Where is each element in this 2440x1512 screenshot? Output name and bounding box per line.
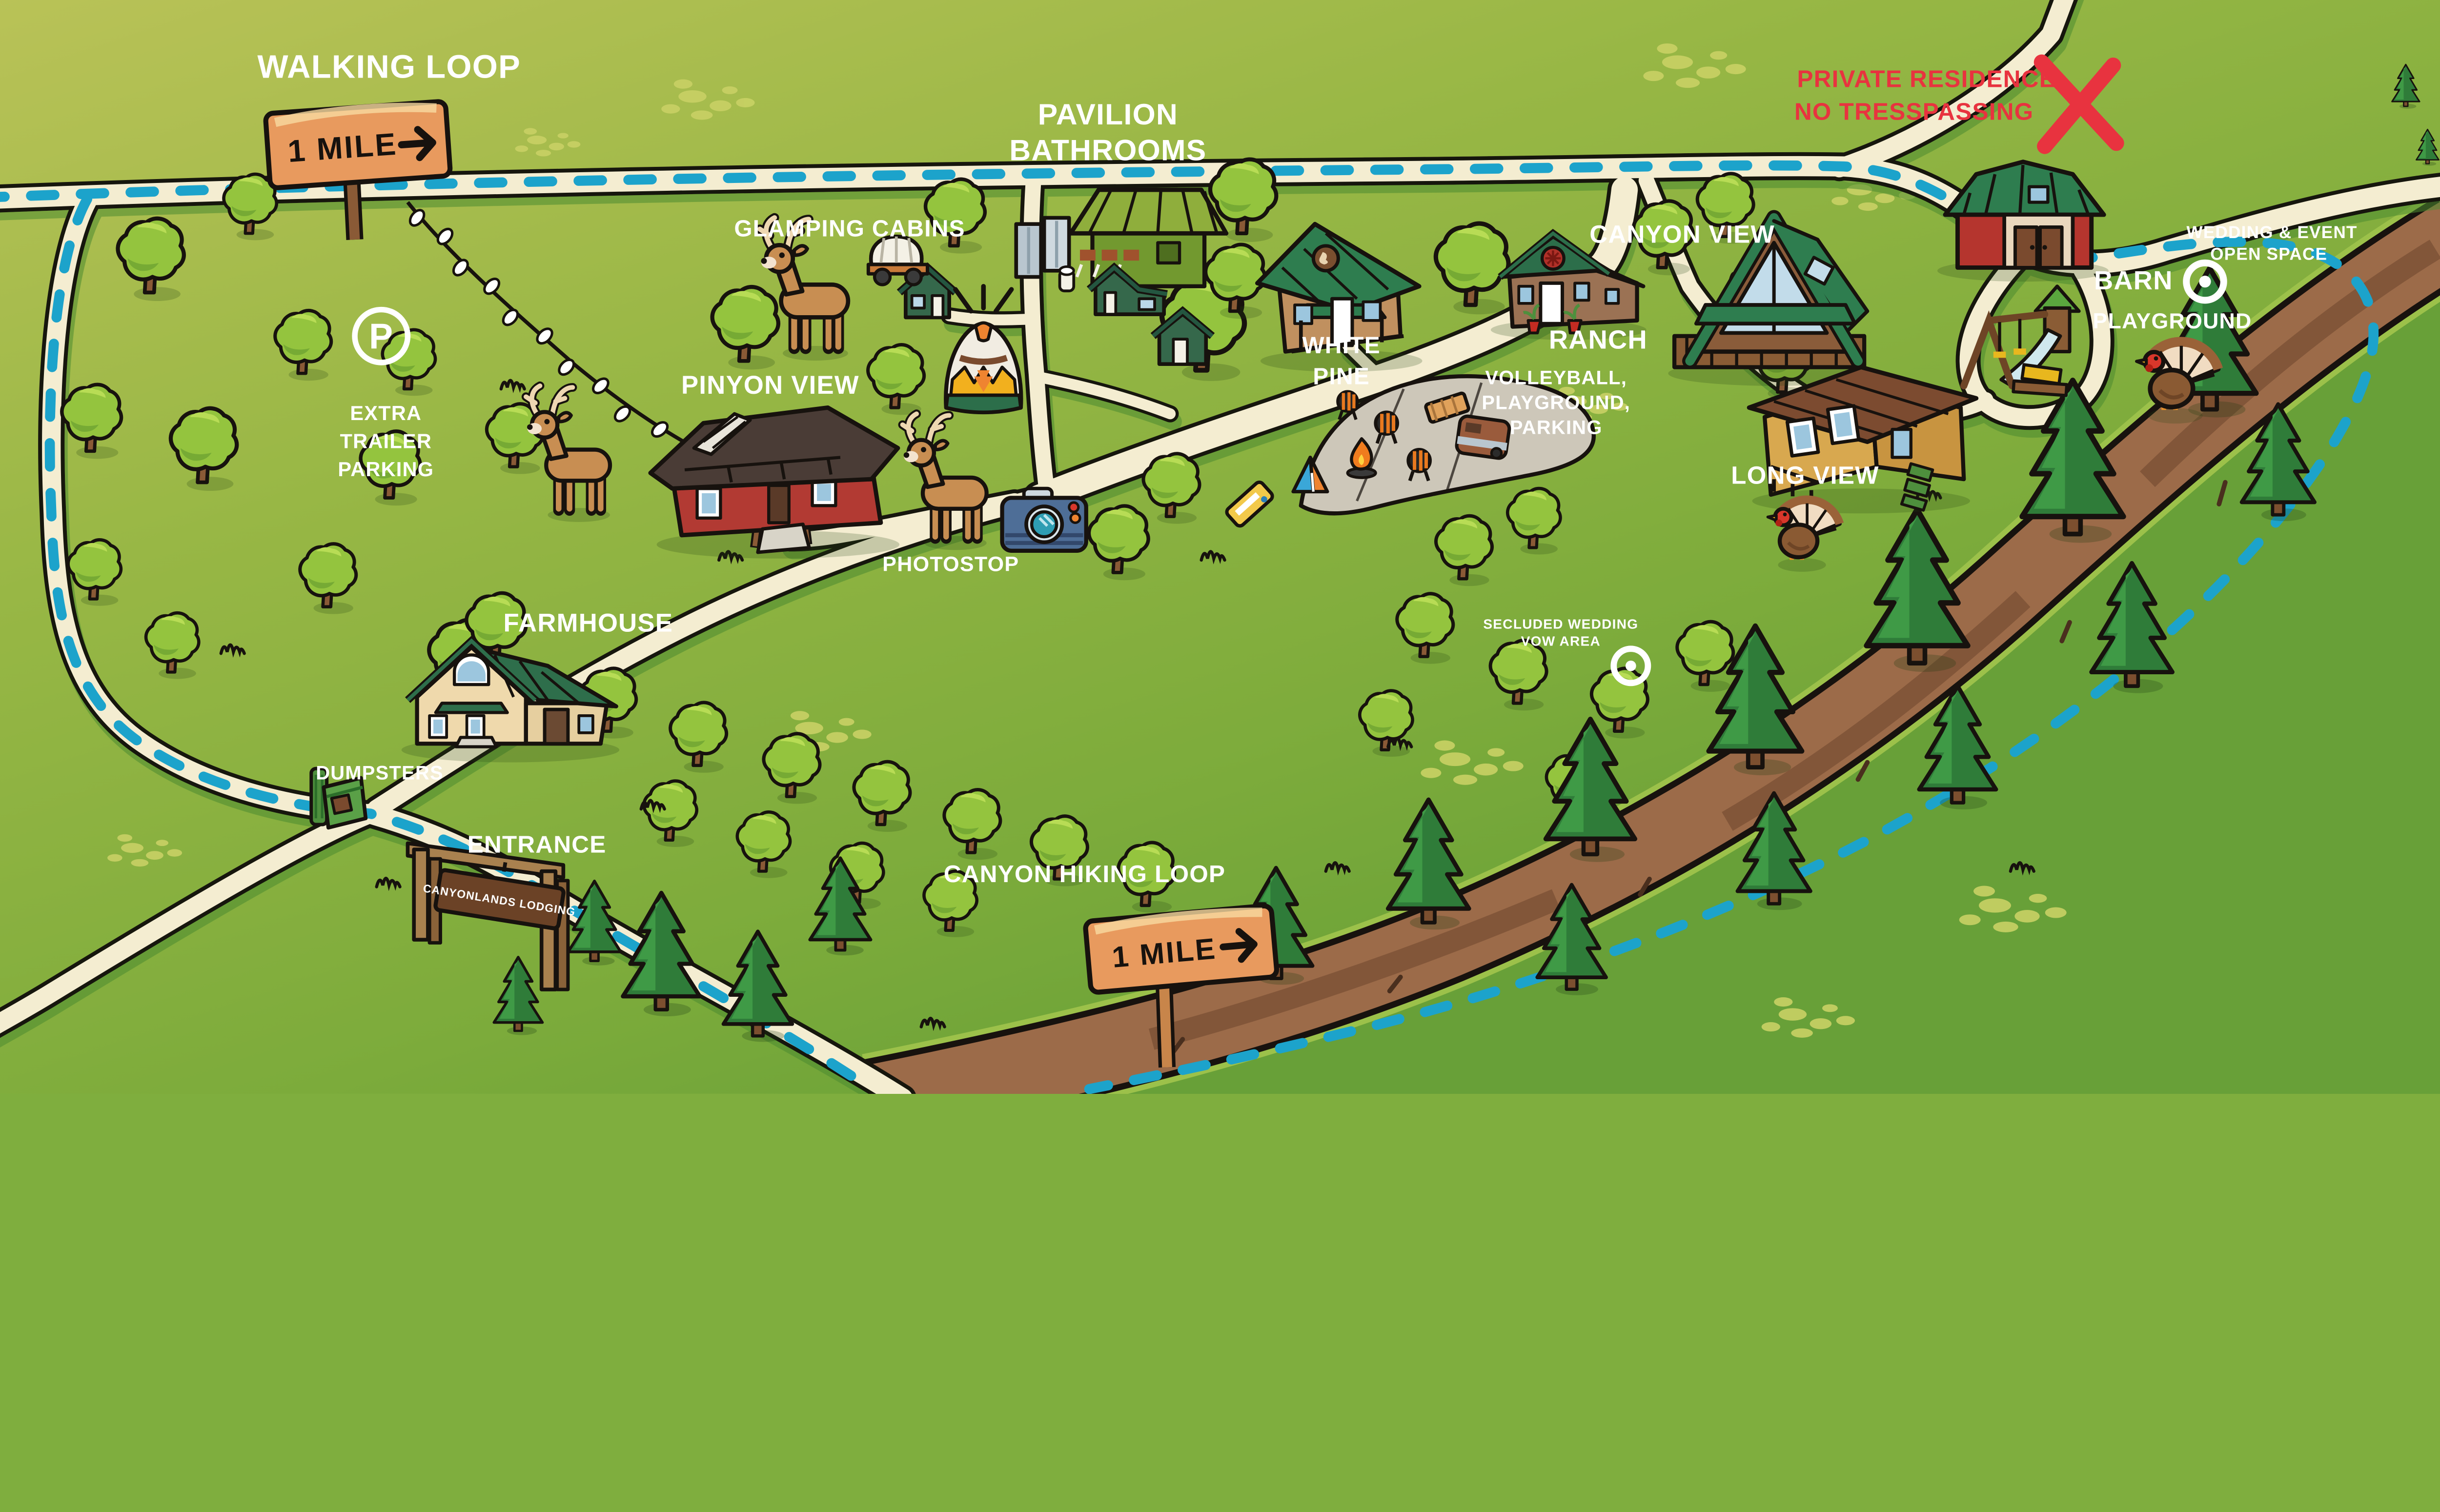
campfire [1346, 437, 1377, 479]
label-amenities-3: PARKING [1510, 417, 1603, 439]
building-pavilion [1068, 187, 1229, 288]
label-white-pine-1: WHITE [1302, 333, 1380, 359]
dumpster-icon [309, 766, 368, 830]
label-ranch: RANCH [1549, 325, 1647, 354]
building-long-view [1747, 365, 1979, 514]
teepee [944, 283, 1023, 415]
mile-sign-text: 1 MILE [286, 126, 398, 169]
walking-loop-mile-sign: 1 MILE [263, 99, 453, 240]
label-private-residence: PRIVATE RESIDENCE [1797, 66, 2055, 93]
label-long-view: LONG VIEW [1731, 462, 1879, 489]
far-canyon-side [910, 244, 2440, 1094]
parking-icon-letter: P [369, 316, 393, 356]
covered-wagon [866, 234, 930, 286]
label-entrance: ENTRANCE [468, 831, 607, 858]
label-canyon-hiking-loop: CANYON HIKING LOOP [944, 861, 1225, 887]
label-amenities-2: PLAYGROUND, [1482, 392, 1630, 414]
potted-plant [1523, 303, 1542, 335]
building-farmhouse [401, 635, 620, 763]
label-extra-trailer-1: EXTRA [350, 402, 422, 424]
label-no-trespassing: NO TRESSPASSING [1794, 99, 2033, 125]
parking-lot [1225, 374, 1596, 528]
canyon-loop-trail [1084, 237, 2379, 1094]
building-ranch [1490, 229, 1647, 340]
label-secluded-wedding-2: VOW AREA [1521, 633, 1601, 648]
glamping-cabin [1086, 262, 1168, 316]
building-barn [1937, 160, 2109, 282]
pavilion-picnic-tables [1075, 249, 1139, 278]
no-trespassing-x-icon [2033, 54, 2124, 154]
bathroom-stall [1014, 216, 1076, 293]
tent [1291, 455, 1329, 494]
camera-icon [1000, 486, 1088, 553]
toilet-paper-icon [1058, 265, 1076, 293]
label-amenities-1: VOLLEYBALL, [1485, 367, 1627, 389]
label-extra-trailer-2: TRAILER [340, 429, 432, 452]
vow-area-marker-icon [1610, 645, 1651, 686]
label-secluded-wedding-1: SECLUDED WEDDING [1483, 616, 1638, 631]
label-playground: PLAYGROUND [2093, 309, 2252, 333]
resort-map: CANYONLANDS LODGING 1 MILE 1 MILE P WALK… [0, 0, 2440, 1094]
canyon-loop-mile-sign: 1 MILE [1083, 903, 1280, 1068]
label-wedding-2: OPEN SPACE [2210, 245, 2327, 264]
open-space-marker-icon [2183, 259, 2227, 304]
label-extra-trailer-3: PARKING [338, 458, 434, 481]
label-pavilion: PAVILION [1038, 98, 1178, 131]
playground-structure [1960, 284, 2081, 397]
label-photostop: PHOTOSTOP [882, 552, 1019, 576]
potted-plant [1563, 303, 1583, 335]
label-bathrooms: BATHROOMS [1009, 133, 1206, 166]
label-barn: BARN [2094, 266, 2173, 295]
walking-loop-trail-top [0, 160, 2010, 243]
label-farmhouse: FARMHOUSE [504, 609, 673, 638]
label-pinyon-view: PINYON VIEW [681, 371, 859, 400]
gate-sign: CANYONLANDS LODGING [422, 862, 576, 930]
labels: WALKING LOOP PAVILION BATHROOMS GLAMPING… [257, 48, 2357, 887]
building-white-pine [1255, 222, 1423, 372]
cabin-stairs [1900, 462, 1934, 512]
label-glamping-cabins: GLAMPING CABINS [734, 216, 965, 242]
shuttle-bus [1225, 481, 1274, 528]
label-walking-loop: WALKING LOOP [257, 48, 521, 85]
label-dumpsters: DUMPSTERS [316, 763, 444, 784]
entrance-arch: CANYONLANDS LODGING [406, 841, 576, 991]
label-canyon-view: CANYON VIEW [1589, 220, 1775, 248]
canyon [862, 192, 2440, 1094]
rv-camper [1455, 414, 1511, 460]
label-wedding-1: WEDDING & EVENT [2186, 223, 2357, 242]
building-pinyon-view [648, 405, 900, 559]
glamping-cabin [1150, 306, 1215, 366]
label-white-pine-2: PINE [1313, 364, 1370, 390]
parking-icon: P [352, 306, 411, 365]
